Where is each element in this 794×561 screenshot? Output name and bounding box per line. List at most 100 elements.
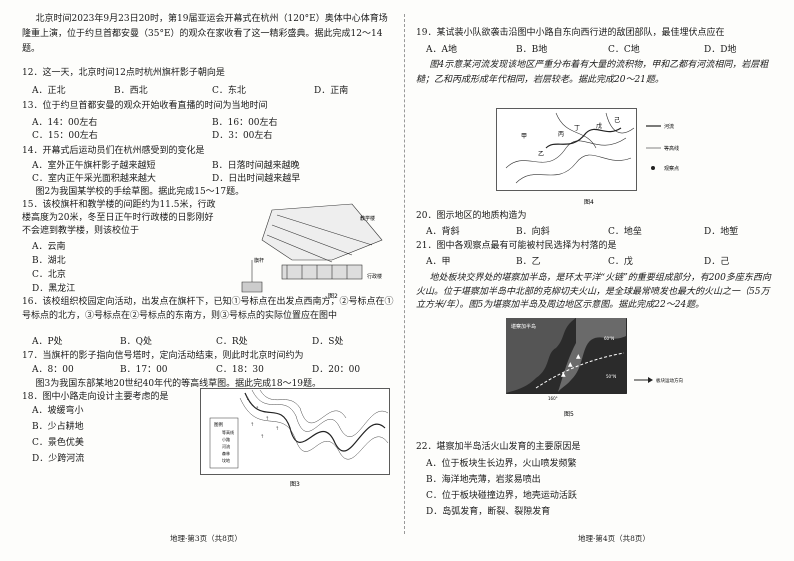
question-16-options: A．P处 B．Q处 C．R处 D．S处	[32, 336, 343, 348]
q19-option-d[interactable]: D．D地	[704, 45, 737, 55]
q14-option-c[interactable]: C．室内正午采光面积越来越大	[32, 174, 156, 184]
q12-option-b[interactable]: B．西北	[114, 86, 148, 96]
q17-option-d[interactable]: D．20：00	[312, 365, 361, 375]
fig4-legend-observation: 观察点	[664, 165, 679, 172]
svg-text:↑: ↑	[245, 396, 249, 402]
q12-option-d[interactable]: D．正南	[314, 86, 349, 96]
q19-option-b[interactable]: B．B地	[516, 45, 548, 55]
question-18-stem: 18．图中小路走向设计主要考虑的是	[22, 392, 169, 402]
figure-4-caption: 图4	[584, 199, 594, 206]
svg-text:▲: ▲	[576, 353, 581, 360]
question-21-options: A．甲 B．乙 C．戊 D．己	[426, 256, 729, 268]
q16-option-d[interactable]: D．S处	[312, 337, 344, 347]
fig4-point-yi: 乙	[538, 151, 544, 158]
q17-option-b[interactable]: B．17：00	[120, 365, 168, 375]
fig2-label-office: 行政楼	[367, 273, 382, 280]
fig5-lat-50: 50°N	[606, 374, 616, 379]
figure-3-caption: 图3	[290, 481, 300, 488]
right-page: 19．某试装小队欲袭击沿图中小路自东向西行进的敌团部队，最佳埋伏点应在 A．A地…	[416, 0, 778, 561]
fig5-lat-60: 60°N	[604, 336, 614, 341]
q12-option-a[interactable]: A．正北	[32, 86, 66, 96]
fig4-point-wu: 戊	[596, 122, 602, 130]
q15-option-b[interactable]: B．湖北	[32, 256, 66, 266]
fig3-legend-grave: 坟地	[222, 457, 230, 463]
fig4-point-bing: 丙	[558, 131, 564, 138]
left-page: 北京时间2023年9月23日20时，第19届亚运会开幕式在杭州（120°E）奥体…	[22, 0, 394, 561]
fig5-legend-plate-motion: 板块运动方向	[656, 377, 683, 384]
fig3-legend-river: 河流	[222, 443, 230, 449]
question-13-options: A．14：00左右 B．16：00左右	[32, 117, 278, 129]
question-22-stem: 22．堪察加半岛活火山发育的主要原因是	[416, 442, 581, 452]
svg-text:↑: ↑	[275, 426, 279, 432]
q16-option-b[interactable]: B．Q处	[120, 337, 152, 347]
q20-option-c[interactable]: C．地垒	[608, 227, 642, 237]
question-17-options: A．8：00 B．17：00 C．18：30 D．20：00	[32, 364, 360, 376]
fig3-intro: 图3为我国东部某地20世纪40年代的等高线草图。据此完成18～19题。	[35, 379, 322, 389]
fig3-legend-path: 小路	[222, 436, 230, 442]
intro-passage: 北京时间2023年9月23日20时，第19届亚运会开幕式在杭州（120°E）奥体…	[22, 14, 388, 54]
q20-option-a[interactable]: A．背斜	[426, 227, 460, 237]
q13-option-c[interactable]: C．15：00左右	[32, 131, 98, 141]
q13-option-d[interactable]: D．3：00左右	[212, 131, 273, 141]
fig4-legend-contour: 等高线	[664, 145, 679, 152]
q14-option-a[interactable]: A．室外正午旗杆影子越来越短	[32, 161, 156, 171]
question-14-stem: 14．开幕式后运动员们在杭州感受到的变化是	[22, 146, 205, 156]
q16-option-a[interactable]: A．P处	[32, 337, 63, 347]
figure-5-caption: 图5	[564, 411, 574, 418]
q18-option-c[interactable]: C．景色优美	[32, 438, 84, 448]
q16-option-c[interactable]: C．R处	[216, 337, 248, 347]
figure-4-geology-map: 甲 乙 丙 丁 戊 己 河流 等高线 观察点 图4	[496, 108, 679, 206]
question-17-stem: 17．当旗杆的影子指向信号塔时，定向活动结束，则此时北京时间约为	[22, 351, 304, 361]
q19-option-a[interactable]: A．A地	[426, 45, 457, 55]
fig3-legend-contour: 等高线	[222, 429, 234, 435]
fig2-label-building: 教学楼	[360, 215, 375, 222]
question-15-stem: 15．该校旗杆和教学楼的间距约为11.5米，行政楼高度为20米，冬至日正午时行政…	[22, 200, 216, 236]
fig4-legend-river: 河流	[664, 123, 674, 130]
fig5-map-title: 堪察加半岛	[511, 323, 536, 330]
figure-3-contour-map: 图例 等高线 小路 河流 森林 坟地 ↑↑↑ ↑↑↑ 图3	[200, 388, 390, 488]
q21-option-b[interactable]: B．乙	[516, 257, 541, 267]
q21-option-c[interactable]: C．戊	[608, 257, 633, 267]
svg-text:↑: ↑	[260, 434, 264, 440]
q13-option-b[interactable]: B．16：00左右	[212, 118, 278, 128]
q22-option-d[interactable]: D．岛弧发育，断裂、裂隙发育	[426, 507, 551, 517]
q15-option-c[interactable]: C．北京	[32, 270, 66, 280]
fig3-legend-forest: 森林	[222, 450, 230, 456]
question-14-options: A．室外正午旗杆影子越来越短 B．日落时间越来越晚	[32, 160, 300, 172]
fig4-intro: 图4示意某河流发现该地区严重分布着有大量的流积物，甲和乙都有河流相同，岩层粗糙；…	[416, 60, 769, 85]
q20-option-d[interactable]: D．地堑	[704, 227, 739, 237]
question-16-stem: 16．该校组织校园定向活动，出发点在旗杆下，已知①号标点在出发点西南方，②号标点…	[22, 297, 394, 321]
question-13-stem: 13．位于约旦首都安曼的观众开始收看直播的时间为当地时间	[22, 101, 268, 111]
q17-option-c[interactable]: C．18：30	[216, 365, 264, 375]
svg-text:↑: ↑	[265, 416, 269, 422]
q15-option-d[interactable]: D．黑龙江	[32, 284, 76, 294]
q17-option-a[interactable]: A．8：00	[32, 365, 74, 375]
page-divider	[404, 14, 405, 534]
q13-option-a[interactable]: A．14：00左右	[32, 118, 98, 128]
q22-option-a[interactable]: A．位于板块生长边界，火山喷发频繁	[426, 459, 577, 469]
q14-option-b[interactable]: B．日落时间越来越晚	[212, 161, 300, 171]
q14-option-d[interactable]: D．日出时间越来越早	[212, 174, 301, 184]
q18-option-a[interactable]: A．坡缓弯小	[32, 406, 84, 416]
figure-2-school-sketch: 教学楼 旗杆 行政楼 图2	[241, 203, 383, 300]
question-14-options-2: C．室内正午采光面积越来越大 D．日出时间越来越早	[32, 173, 300, 185]
fig5-intro: 地处板块交界处的堪察加半岛，是环太平洋“火链”的重要组成部分，有200多座东西向…	[416, 273, 771, 310]
left-page-footer: 地理·第3页（共8页）	[170, 534, 242, 543]
q15-option-a[interactable]: A．云南	[32, 242, 66, 252]
question-20-stem: 20．图示地区的地质构造为	[416, 211, 527, 221]
svg-text:↑: ↑	[255, 406, 259, 412]
q21-option-d[interactable]: D．己	[704, 257, 730, 267]
q22-option-b[interactable]: B．海洋地壳薄，岩浆易喷出	[426, 475, 541, 485]
q20-option-b[interactable]: B．向斜	[516, 227, 550, 237]
q18-option-b[interactable]: B．少占耕地	[32, 422, 84, 432]
figure-5-kamchatka-map: 堪察加半岛 ▲▲▲ 60°N 50°N 160° 板块运动方向 图5	[506, 318, 683, 418]
question-19-stem: 19．某试装小队欲袭击沿图中小路自东向西行进的敌团部队，最佳埋伏点应在	[416, 28, 725, 38]
svg-text:▲: ▲	[568, 361, 573, 368]
fig4-point-ji: 己	[614, 117, 620, 124]
q22-option-c[interactable]: C．位于板块碰撞边界，地壳运动活跃	[426, 491, 577, 501]
q21-option-a[interactable]: A．甲	[426, 257, 451, 267]
q12-option-c[interactable]: C．东北	[212, 86, 246, 96]
fig4-point-ding: 丁	[574, 125, 580, 132]
q18-option-d[interactable]: D．少跨河流	[32, 454, 85, 464]
q19-option-c[interactable]: C．C地	[608, 45, 640, 55]
